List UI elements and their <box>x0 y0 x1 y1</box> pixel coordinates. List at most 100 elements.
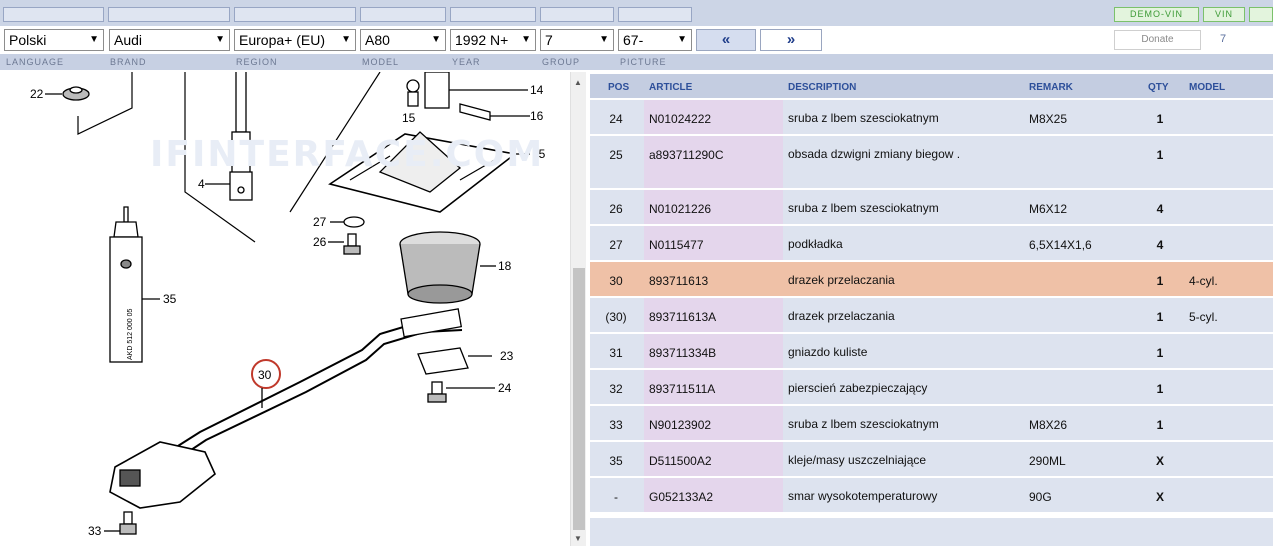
scroll-down-icon[interactable]: ▼ <box>574 534 582 543</box>
row-qty: 1 <box>1156 346 1164 360</box>
label-year: YEAR <box>452 57 481 67</box>
row-qty: 4 <box>1156 202 1164 216</box>
row-pos: 30 <box>609 274 623 288</box>
group-value: 7 <box>545 32 553 48</box>
region-select[interactable]: Europa+ (EU) ▼ <box>234 29 356 51</box>
row-description: pierscień zabezpieczający <box>788 381 928 395</box>
row-remark: 290ML <box>1029 454 1066 468</box>
label-region: REGION <box>236 57 278 67</box>
model-value: A80 <box>365 32 390 48</box>
label-model: MODEL <box>362 57 400 67</box>
prev-picture-button[interactable]: « <box>696 29 756 51</box>
row-article: N01024222 <box>649 112 712 126</box>
chevron-down-icon: ▼ <box>599 34 609 45</box>
picture-select[interactable]: 67- ▼ <box>618 29 692 51</box>
parts-table: POS ARTICLE DESCRIPTION REMARK QTY MODEL… <box>590 74 1273 546</box>
article-cell-bg <box>644 334 783 368</box>
language-select[interactable]: Polski▼ <box>4 29 104 51</box>
callout-15: 15 <box>402 111 416 125</box>
brand-value: Audi <box>114 32 143 48</box>
top-field-picture[interactable] <box>618 7 692 22</box>
row-description: kleje/masy uszczelniające <box>788 453 927 467</box>
row-description: sruba z lbem szesciokatnym <box>788 201 939 215</box>
row-description: obsada dzwigni zmiany biegow . <box>788 147 961 161</box>
picture-count: 7 <box>1220 33 1227 45</box>
callout-22: 22 <box>30 87 44 101</box>
row-qty: 4 <box>1156 238 1164 252</box>
header-model[interactable]: MODEL <box>1189 82 1226 93</box>
picture-value: 67- <box>623 32 644 48</box>
chevron-down-icon: ▼ <box>341 34 351 45</box>
header-remark[interactable]: REMARK <box>1029 82 1073 93</box>
chevron-down-icon: ▼ <box>677 34 687 45</box>
row-description: drazek przelaczania <box>788 273 895 287</box>
top-field-region[interactable] <box>234 7 356 22</box>
row-article: a893711290C <box>649 148 724 162</box>
year-select[interactable]: 1992 N+ ▼ <box>450 29 536 51</box>
top-field-brand[interactable] <box>108 7 230 22</box>
article-cell-bg <box>644 190 783 224</box>
top-field-language[interactable] <box>3 7 104 22</box>
row-remark: M8X25 <box>1029 112 1068 126</box>
group-select[interactable]: 7▼ <box>540 29 614 51</box>
chevron-down-icon: ▼ <box>215 34 225 45</box>
callout-26: 26 <box>313 235 327 249</box>
top-field-year[interactable] <box>450 7 536 22</box>
scroll-up-icon[interactable]: ▲ <box>574 78 582 87</box>
row-qty: X <box>1155 454 1164 468</box>
row-description: gniazdo kuliste <box>788 345 868 359</box>
extra-green-button[interactable] <box>1249 7 1273 22</box>
model-select[interactable]: A80 ▼ <box>360 29 446 51</box>
header-qty[interactable]: QTY <box>1148 82 1169 93</box>
callout-25: 25 <box>532 147 546 161</box>
chevron-down-icon: ▼ <box>431 34 441 45</box>
top-field-model[interactable] <box>360 7 446 22</box>
callout-4: 4 <box>198 177 205 191</box>
row-description: smar wysokotemperaturowy <box>788 489 938 503</box>
brand-select[interactable]: Audi ▼ <box>109 29 230 51</box>
chevron-down-icon: ▼ <box>89 34 99 45</box>
row-remark: M8X26 <box>1029 418 1068 432</box>
header-description[interactable]: DESCRIPTION <box>788 82 857 93</box>
row-model: 5-cyl. <box>1189 310 1218 324</box>
demo-vin-button[interactable]: DEMO-VIN <box>1114 7 1199 22</box>
row-pos: 33 <box>609 418 623 432</box>
year-value: 1992 N+ <box>455 32 509 48</box>
top-field-group[interactable] <box>540 7 614 22</box>
header-pos[interactable]: POS <box>608 82 630 93</box>
row-article: 893711334B <box>649 346 717 360</box>
article-cell-bg <box>644 406 783 440</box>
region-value: Europa+ (EU) <box>239 32 325 48</box>
diagram-scrollbar[interactable]: ▲ ▼ <box>570 72 586 546</box>
vin-button[interactable]: VIN <box>1203 7 1245 22</box>
row-article: N90123902 <box>649 418 712 432</box>
donate-button[interactable]: Donate <box>1114 30 1201 50</box>
row-description: sruba z lbem szesciokatnym <box>788 111 939 125</box>
tube-label: AKD 512 000 05 <box>127 309 134 360</box>
exploded-view-drawing: 22 4 35 30 33 14 15 16 25 27 26 18 23 24… <box>30 72 546 538</box>
table-footer <box>590 518 1273 546</box>
header-article[interactable]: ARTICLE <box>649 82 693 93</box>
callout-30: 30 <box>258 368 272 382</box>
parts-diagram[interactable]: IFINTERFACE.COM <box>0 72 570 546</box>
callout-18: 18 <box>498 259 512 273</box>
callout-23: 23 <box>500 349 514 363</box>
row-qty: 1 <box>1156 112 1164 126</box>
next-picture-button[interactable]: » <box>760 29 822 51</box>
scroll-thumb[interactable] <box>573 268 585 530</box>
article-cell-bg <box>644 262 783 296</box>
callout-27: 27 <box>313 215 327 229</box>
chevron-down-icon: ▼ <box>521 34 531 45</box>
row-article: N0115477 <box>649 238 704 252</box>
